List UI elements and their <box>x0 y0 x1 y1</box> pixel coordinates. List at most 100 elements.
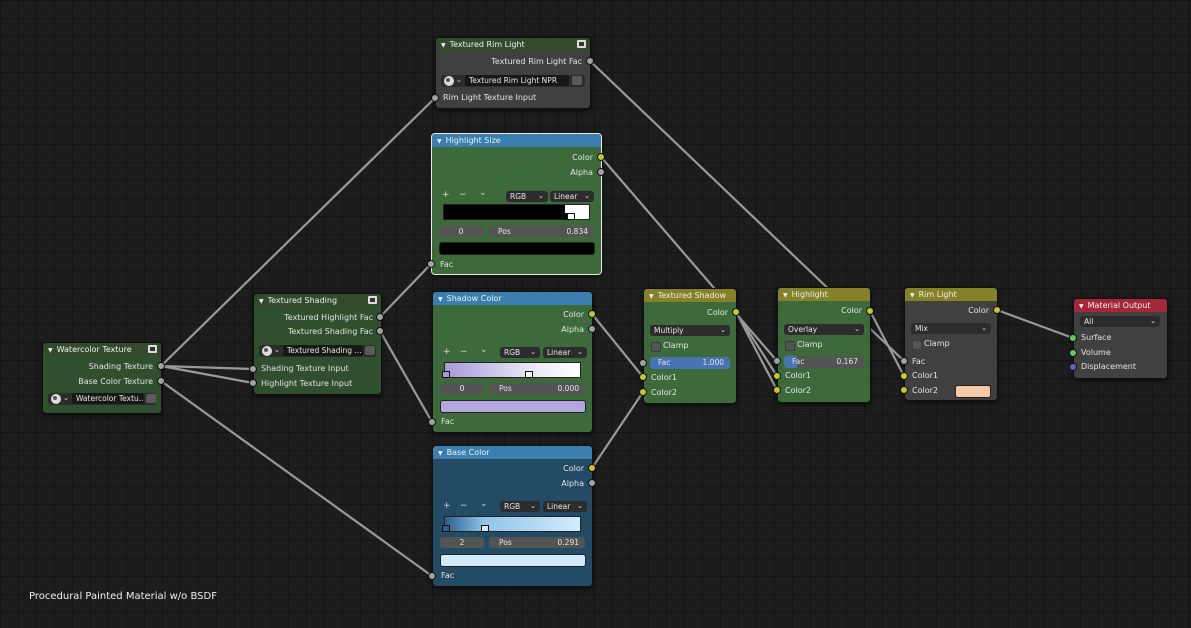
socket-rim-light-fac-in[interactable] <box>900 357 908 365</box>
active-stop-index[interactable]: 2 <box>440 537 484 548</box>
add-stop-button[interactable]: + <box>443 501 451 511</box>
datablock-name[interactable]: Watercolor Textu... <box>72 393 144 404</box>
node-highlight[interactable]: ▼Highlight Color Overlay⌄ Clamp Fac 0.16… <box>777 287 871 403</box>
node-material-output[interactable]: ▼Material Output All⌄ Surface Volume Dis… <box>1073 298 1168 379</box>
socket-highlight-size-fac-in[interactable] <box>427 260 435 268</box>
node-header[interactable]: ▼Textured Rim Light <box>436 38 590 51</box>
triangle-down-icon[interactable]: ▼ <box>259 298 264 305</box>
socket-base-alpha-out[interactable] <box>588 479 596 487</box>
fac-slider[interactable]: Fac 1.000 <box>650 357 730 369</box>
socket-highlight-color2-in[interactable] <box>773 386 781 394</box>
shield-icon[interactable] <box>365 346 375 355</box>
socket-highlight-texture-in[interactable] <box>249 379 257 387</box>
node-group-icon[interactable] <box>148 345 157 353</box>
socket-base-fac-in[interactable] <box>428 572 436 580</box>
node-link[interactable] <box>869 310 905 377</box>
node-shadow-color[interactable]: ▼Shadow Color Color Alpha + − ⌄ RGB⌄ Lin… <box>432 291 593 433</box>
node-header[interactable]: ▼Highlight Size <box>432 134 601 147</box>
triangle-down-icon[interactable]: ▼ <box>783 292 788 299</box>
node-link[interactable] <box>160 380 433 577</box>
node-highlight-size[interactable]: ▼Highlight Size Color Alpha + − ⌄ RGB⌄ L… <box>431 133 602 275</box>
socket-shadow-alpha-out[interactable] <box>588 325 596 333</box>
socket-rim-light-fac-out[interactable] <box>586 57 594 65</box>
socket-surface-in[interactable] <box>1069 334 1077 342</box>
socket-rim-light-color1-in[interactable] <box>900 372 908 380</box>
ramp-stop[interactable] <box>442 371 450 378</box>
triangle-down-icon[interactable]: ▼ <box>1079 303 1084 310</box>
stop-color-swatch[interactable] <box>439 242 595 255</box>
socket-textured-shadow-color2-in[interactable] <box>639 388 647 396</box>
ramp-stop[interactable] <box>567 213 575 220</box>
clamp-checkbox[interactable] <box>912 340 922 350</box>
node-header[interactable]: ▼Shadow Color <box>433 292 592 305</box>
color-mode-dropdown[interactable]: RGB⌄ <box>506 191 548 202</box>
stop-position-field[interactable]: Pos 0.291 <box>489 537 585 548</box>
socket-shading-texture-out[interactable] <box>157 362 165 370</box>
node-header[interactable]: ▼Rim Light <box>905 288 997 301</box>
blend-mode-dropdown[interactable]: Mix⌄ <box>911 323 991 334</box>
node-textured-rim-light[interactable]: ▼Textured Rim Light Textured Rim Light F… <box>435 37 591 109</box>
socket-displacement-in[interactable] <box>1069 363 1077 371</box>
node-group-icon[interactable] <box>577 40 586 48</box>
node-watercolor-texture[interactable]: ▼Watercolor Texture Shading Texture Base… <box>42 342 162 414</box>
color-ramp[interactable] <box>444 362 581 378</box>
blend-mode-dropdown[interactable]: Overlay⌄ <box>784 324 864 335</box>
stop-position-field[interactable]: Pos 0.000 <box>489 383 585 394</box>
ramp-menu-button[interactable]: ⌄ <box>480 499 488 509</box>
socket-textured-shadow-color1-in[interactable] <box>639 373 647 381</box>
node-header[interactable]: ▼Base Color <box>433 446 592 459</box>
add-stop-button[interactable]: + <box>443 347 451 357</box>
shield-icon[interactable] <box>572 76 582 85</box>
node-link[interactable] <box>591 391 644 469</box>
socket-shadow-color-out[interactable] <box>588 310 596 318</box>
socket-textured-shadow-fac-in[interactable] <box>639 359 647 367</box>
socket-rim-light-color-out[interactable] <box>993 306 1001 314</box>
socket-textured-highlight-fac-out[interactable] <box>376 313 384 321</box>
active-stop-index[interactable]: 0 <box>439 226 483 237</box>
node-link[interactable] <box>379 263 432 318</box>
clamp-checkbox[interactable] <box>651 342 661 352</box>
triangle-down-icon[interactable]: ▼ <box>48 347 53 354</box>
target-dropdown[interactable]: All⌄ <box>1080 316 1160 327</box>
socket-textured-shadow-color-out[interactable] <box>732 308 740 316</box>
socket-textured-shading-fac-out[interactable] <box>376 327 384 335</box>
ramp-stop[interactable] <box>442 525 450 532</box>
active-stop-index[interactable]: 0 <box>440 383 484 394</box>
triangle-down-icon[interactable]: ▼ <box>441 42 446 49</box>
node-header[interactable]: ▼Material Output <box>1074 299 1167 312</box>
triangle-down-icon[interactable]: ▼ <box>910 292 915 299</box>
socket-shadow-fac-in[interactable] <box>428 418 436 426</box>
stop-position-field[interactable]: Pos 0.834 <box>488 226 594 237</box>
triangle-down-icon[interactable]: ▼ <box>438 296 443 303</box>
node-link[interactable] <box>160 364 254 371</box>
shield-icon[interactable] <box>146 394 156 403</box>
socket-highlight-size-alpha-out[interactable] <box>597 168 605 176</box>
node-link[interactable] <box>735 311 778 377</box>
material-sphere-icon[interactable] <box>51 394 61 404</box>
datablock-selector[interactable]: ⌄ Watercolor Textu... <box>48 393 156 405</box>
socket-highlight-size-color-out[interactable] <box>597 153 605 161</box>
triangle-down-icon[interactable]: ▼ <box>437 138 442 145</box>
color-ramp[interactable] <box>444 516 581 532</box>
color2-swatch[interactable] <box>955 385 991 398</box>
node-link[interactable] <box>735 311 778 391</box>
remove-stop-button[interactable]: − <box>460 347 468 357</box>
stop-color-swatch[interactable] <box>440 554 586 567</box>
socket-highlight-fac-in[interactable] <box>773 357 781 365</box>
socket-highlight-color1-in[interactable] <box>773 372 781 380</box>
color-ramp[interactable] <box>443 204 590 220</box>
node-link[interactable] <box>996 308 1074 340</box>
remove-stop-button[interactable]: − <box>460 501 468 511</box>
blend-mode-dropdown[interactable]: Multiply⌄ <box>650 325 730 336</box>
material-sphere-icon[interactable] <box>262 346 272 356</box>
remove-stop-button[interactable]: − <box>459 190 467 200</box>
clamp-checkbox[interactable] <box>785 341 795 351</box>
node-textured-shadow[interactable]: ▼Textured Shadow Color Multiply⌄ Clamp F… <box>643 288 737 404</box>
socket-base-color-out[interactable] <box>588 464 596 472</box>
node-link[interactable] <box>591 313 644 378</box>
node-rim-light[interactable]: ▼Rim Light Color Mix⌄ Clamp Fac Color1 C… <box>904 287 998 401</box>
interpolation-dropdown[interactable]: Linear⌄ <box>543 347 587 358</box>
node-link[interactable] <box>379 330 433 423</box>
interpolation-dropdown[interactable]: Linear⌄ <box>543 501 587 512</box>
node-textured-shading[interactable]: ▼Textured Shading Textured Highlight Fac… <box>253 293 382 395</box>
